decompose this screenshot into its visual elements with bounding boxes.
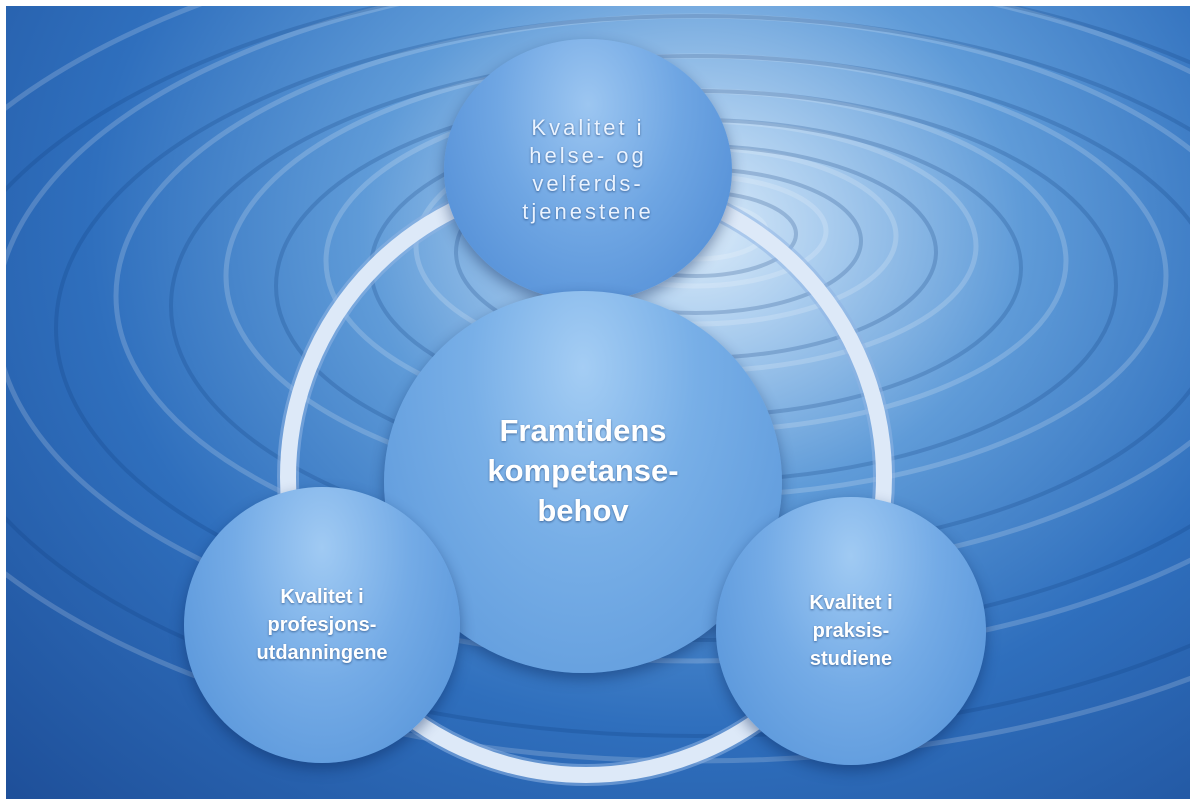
quality-professional-education-circle: Kvalitet i profesjons- utdanningene [184,487,460,763]
future-competence-circle: Framtidens kompetanse- behov [384,291,782,673]
quality-practice-studies-label: Kvalitet i praksis- studiene [809,592,893,670]
quality-health-welfare-circle: Kvalitet i helse- og velferds- tjenesten… [444,39,732,301]
water-background: Kvalitet i helse- og velferds- tjenesten… [6,6,1190,799]
cycle-diagram: Kvalitet i helse- og velferds- tjenesten… [6,6,1190,799]
quality-health-welfare-label: Kvalitet i helse- og velferds- tjenesten… [522,115,654,224]
quality-practice-studies-circle: Kvalitet i praksis- studiene [716,497,986,765]
quality-professional-education-label: Kvalitet i profesjons- utdanningene [256,586,388,664]
future-competence-label: Framtidens kompetanse- behov [487,413,679,528]
